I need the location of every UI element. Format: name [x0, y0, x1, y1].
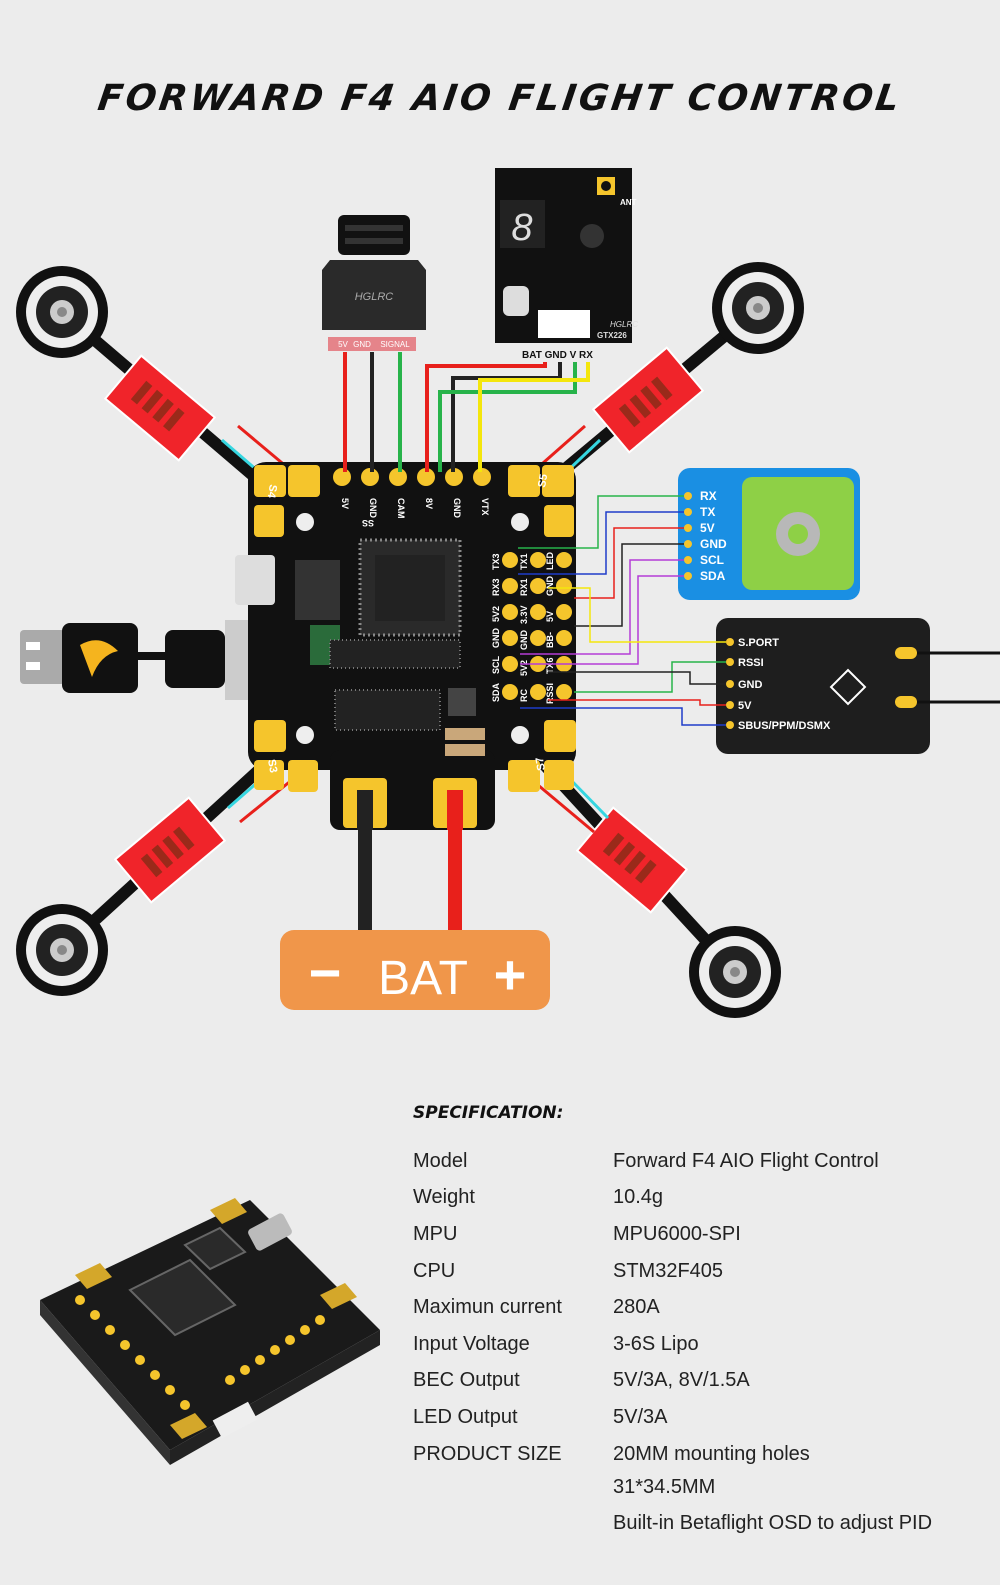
spec-label: BEC Output [413, 1369, 520, 1392]
spec-row: Maximun current 280A [413, 1289, 879, 1326]
receiver-pin-label: RSSI [738, 657, 764, 669]
spec-label: MPU [413, 1222, 458, 1245]
receiver-pin-label: 5V [738, 700, 752, 712]
spec-label: CPU [413, 1259, 456, 1282]
spec-value: Forward F4 AIO Flight Control [613, 1149, 879, 1172]
motor-label-s7: S7 [534, 756, 548, 771]
camera-pin-label: SIGNAL [380, 340, 410, 349]
motor-label-s3: S3 [265, 758, 279, 773]
spec-value: 3-6S Lipo [613, 1332, 699, 1355]
spec-value: MPU6000-SPI [613, 1222, 741, 1245]
motor-arm-front-left [16, 266, 274, 495]
battery-minus: − [309, 941, 342, 1004]
fc-uart-label: RC [519, 689, 529, 702]
receiver-pin-label: S.PORT [738, 637, 779, 649]
spec-row: PRODUCT SIZE 20MM mounting holes [413, 1436, 879, 1473]
fc-uart-label: BB- [545, 632, 555, 648]
fc-pad-label: CAM [396, 498, 406, 519]
receiver-pin-label: SBUS/PPM/DSMX [738, 720, 831, 732]
spec-value: 5V/3A, 8V/1.5A [613, 1369, 750, 1392]
fc-pad-label: 8V [424, 498, 434, 509]
spec-label: PRODUCT SIZE [413, 1442, 562, 1465]
fc-pad-label: GND [368, 498, 378, 519]
spec-row: BEC Output 5V/3A, 8V/1.5A [413, 1363, 879, 1400]
fc-uart-label: SDA [491, 682, 501, 702]
spec-row: Weight 10.4g [413, 1180, 879, 1217]
fc-uart-label: GND [545, 576, 555, 597]
gps-pin-label: SDA [700, 569, 726, 583]
spec-value: 5V/3A [613, 1405, 668, 1428]
fpv-camera: HGLRC 5V GND SIGNAL [322, 215, 426, 351]
fc-pad-label: SS [362, 518, 374, 528]
motor-arm-rear-left [16, 755, 275, 996]
vtx-ant-label: ANT [620, 198, 637, 207]
fc-pad-label: 5V [340, 498, 350, 509]
fc-uart-label: GND [519, 630, 529, 651]
gps-pin-label: SCL [700, 553, 724, 567]
spec-value: STM32F405 [613, 1259, 724, 1282]
spec-table: Model Forward F4 AIO Flight Control Weigh… [413, 1143, 879, 1472]
fc-pad-labels: 5V GND CAM 8V GND VTX SS S4 S5 S3 S7 TX3… [265, 473, 555, 774]
vtx-pins-label: BAT GND V RX [522, 350, 593, 361]
vtx-model: GTX226 [597, 331, 627, 340]
spec-label: Maximun current [413, 1296, 562, 1319]
camera-brand: HGLRC [355, 291, 394, 303]
spec-row: Model Forward F4 AIO Flight Control [413, 1143, 879, 1180]
spec-row: CPU STM32F405 [413, 1253, 879, 1290]
spec-value: 10.4g [613, 1186, 664, 1209]
spec-row: Input Voltage 3-6S Lipo [413, 1326, 879, 1363]
spec-value: 280A [613, 1296, 660, 1319]
fc-uart-label: SCL [491, 655, 501, 674]
gps-pin-label: TX [700, 505, 715, 519]
fc-uart-label: 5V2 [519, 660, 529, 676]
spec-heading: SPECIFICATION: [413, 1103, 564, 1123]
gps-pin-label: 5V [700, 521, 715, 535]
product-photo [40, 1198, 380, 1465]
fc-uart-label: TX1 [519, 553, 529, 570]
flight-controller-board [235, 462, 576, 830]
fc-pad-label: VTX [480, 498, 490, 516]
vtx-brand: HGLRC [610, 320, 638, 329]
usb-cable [20, 620, 260, 700]
spec-row: LED Output 5V/3A [413, 1399, 879, 1436]
battery-label: BAT [378, 952, 468, 1005]
fc-uart-label: 5V [545, 611, 555, 622]
wiring-diagram: 5V GND CAM 8V GND VTX SS S4 S5 S3 S7 TX3… [16, 168, 1000, 1018]
battery-plus: + [494, 943, 527, 1006]
camera-pin-label: GND [353, 340, 371, 349]
receiver-pin-label: GND [738, 679, 763, 691]
spec-value: 20MM mounting holes [613, 1442, 810, 1465]
motor-label-s4: S4 [265, 483, 279, 499]
fc-uart-label: RX1 [519, 578, 529, 596]
battery-connector: − BAT + [280, 930, 550, 1010]
fc-uart-label: RSSI [545, 683, 555, 704]
camera-pin-label: 5V [338, 340, 348, 349]
gps-pin-label: GND [700, 537, 727, 551]
spec-label: Weight [413, 1186, 475, 1209]
motor-arm-front-right [536, 262, 804, 495]
fc-uart-label: 3.3V [519, 605, 529, 624]
motor-label-s5: S5 [536, 473, 550, 488]
fc-uart-label: RX3 [491, 578, 501, 596]
vtx-digit: 8 [511, 207, 532, 249]
spec-label: Input Voltage [413, 1332, 530, 1355]
video-transmitter: 8 ANT HGLRC GTX226 BAT GND V RX [495, 168, 638, 361]
fc-uart-label: 5V2 [491, 606, 501, 622]
fc-uart-label: LED [545, 551, 555, 570]
spec-row: MPU MPU6000-SPI [413, 1216, 879, 1253]
motor-arm-rear-right [535, 755, 781, 1018]
fc-pad-label: GND [452, 498, 462, 519]
fc-uart-label: GND [491, 628, 501, 649]
gps-pin-label: RX [700, 489, 717, 503]
spec-label: Model [413, 1149, 468, 1172]
spec-size-dimensions: 31*34.5MM [613, 1476, 716, 1498]
spec-osd-note: Built-in Betaflight OSD to adjust PID [613, 1512, 933, 1534]
fc-uart-label: TX6 [545, 657, 555, 674]
spec-label: LED Output [413, 1405, 518, 1428]
receiver-module: S.PORT RSSI GND 5V SBUS/PPM/DSMX [716, 618, 1000, 754]
fc-uart-label: TX3 [491, 553, 501, 570]
gps-module: RX TX 5V GND SCL SDA [678, 468, 860, 600]
